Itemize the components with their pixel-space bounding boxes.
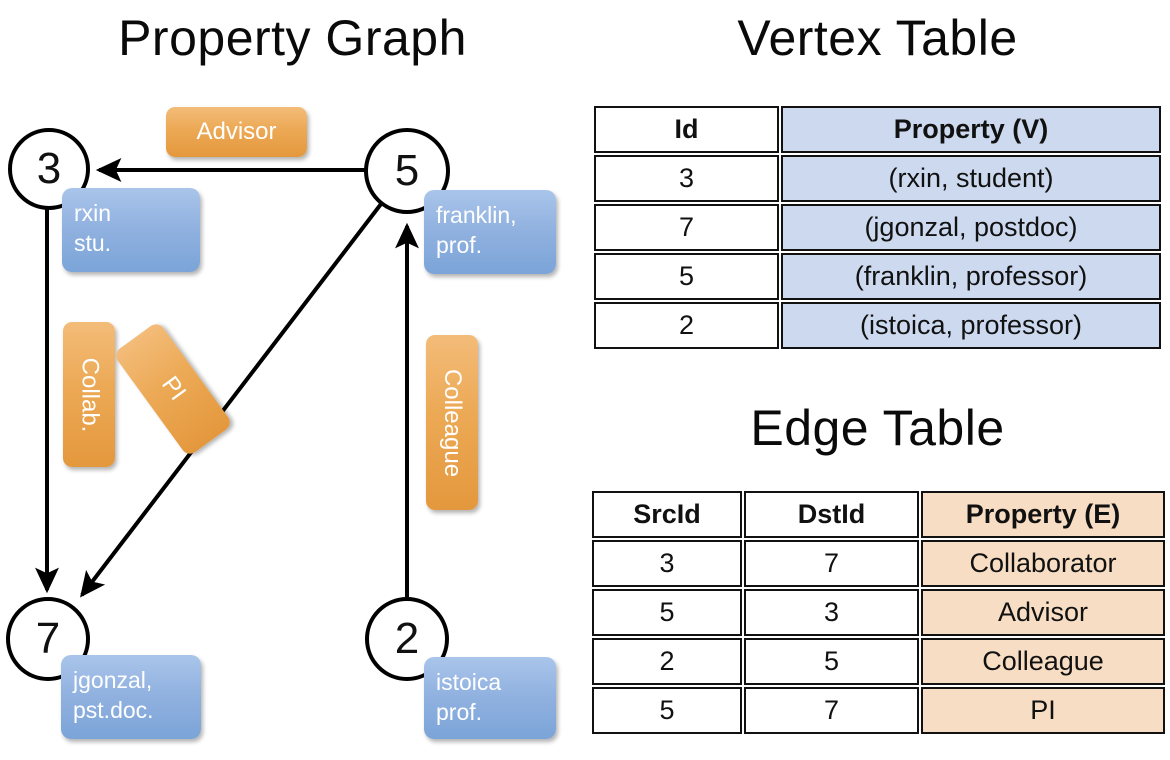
- edge-label-colleague: Colleague: [426, 335, 478, 510]
- vertex-row-3-property: (istoica, professor): [781, 302, 1161, 349]
- vertex-property-jgonzal-line1: jgonzal,: [73, 667, 153, 693]
- page-title-vertex-table: Vertex Table: [737, 10, 1018, 66]
- graph-node-2-label: 2: [394, 614, 420, 663]
- edge-label-advisor: Advisor: [166, 107, 307, 157]
- vertex-row-2-property: (franklin, professor): [781, 253, 1161, 300]
- edge-row-0-dstid: 7: [744, 540, 919, 587]
- graph-node-5-label: 5: [394, 146, 420, 195]
- vertex-property-box-jgonzal: jgonzal, pst.doc.: [61, 655, 201, 739]
- table-row[interactable]: 5 (franklin, professor): [594, 253, 1161, 300]
- vertex-property-franklin-line1: franklin,: [436, 202, 517, 228]
- vertex-table-header-row: Id Property (V): [594, 106, 1161, 153]
- vertex-row-3-id: 2: [594, 302, 779, 349]
- edge-row-3-property: PI: [921, 687, 1165, 734]
- vertex-row-0-property: (rxin, student): [781, 155, 1161, 202]
- edge-label-colleague-text: Colleague: [439, 368, 466, 477]
- vertex-property-istoica-line2: prof.: [436, 699, 483, 725]
- edge-line-5-to-7: [80, 202, 383, 598]
- vertex-row-1-id: 7: [594, 204, 779, 251]
- edge-table-header-srcid: SrcId: [592, 491, 742, 538]
- table-row[interactable]: 3 (rxin, student): [594, 155, 1161, 202]
- edge-label-advisor-text: Advisor: [196, 118, 277, 145]
- edge-row-1-property: Advisor: [921, 589, 1165, 636]
- table-row[interactable]: 5 7 PI: [592, 687, 1165, 734]
- graph-node-5[interactable]: 5: [364, 128, 450, 214]
- vertex-table-header-property: Property (V): [781, 106, 1161, 153]
- edge-row-3-dstid: 7: [744, 687, 919, 734]
- edge-label-collab-text: Collab.: [76, 357, 103, 432]
- table-row[interactable]: 5 3 Advisor: [592, 589, 1165, 636]
- vertex-property-box-istoica: istoica prof.: [424, 657, 556, 739]
- edge-row-0-srcid: 3: [592, 540, 742, 587]
- vertex-property-jgonzal-line2: pst.doc.: [73, 697, 154, 723]
- vertex-row-2-id: 5: [594, 253, 779, 300]
- edge-table: SrcId DstId Property (E) 3 7 Collaborato…: [590, 489, 1167, 736]
- page-title-property-graph: Property Graph: [118, 10, 467, 66]
- graph-node-2[interactable]: 2: [365, 597, 449, 681]
- vertex-property-box-rxin: rxin stu.: [62, 188, 200, 272]
- edge-row-1-dstid: 3: [744, 589, 919, 636]
- table-row[interactable]: 3 7 Collaborator: [592, 540, 1165, 587]
- edge-table-header-row: SrcId DstId Property (E): [592, 491, 1165, 538]
- vertex-table-header-id: Id: [594, 106, 779, 153]
- graph-node-7-label: 7: [35, 614, 61, 663]
- vertex-property-rxin-line1: rxin: [74, 200, 112, 226]
- vertex-row-1-property: (jgonzal, postdoc): [781, 204, 1161, 251]
- edge-label-pi-text: PI: [155, 371, 191, 406]
- vertex-property-istoica-line1: istoica: [436, 669, 502, 695]
- edge-row-2-property: Colleague: [921, 638, 1165, 685]
- vertex-table: Id Property (V) 3 (rxin, student) 7 (jgo…: [592, 104, 1163, 351]
- property-graph-diagram: 3 5 7 2 rxin stu. franklin, prof. jgonza…: [6, 107, 556, 739]
- edge-row-2-dstid: 5: [744, 638, 919, 685]
- edge-row-0-property: Collaborator: [921, 540, 1165, 587]
- graph-node-3-label: 3: [36, 144, 62, 193]
- graph-edges-layer: [35, 158, 419, 598]
- table-row[interactable]: 2 5 Colleague: [592, 638, 1165, 685]
- table-row[interactable]: 2 (istoica, professor): [594, 302, 1161, 349]
- edge-row-3-srcid: 5: [592, 687, 742, 734]
- edge-table-header-dstid: DstId: [744, 491, 919, 538]
- vertex-property-box-franklin: franklin, prof.: [424, 190, 556, 274]
- edge-table-header-property: Property (E): [921, 491, 1165, 538]
- vertex-row-0-id: 3: [594, 155, 779, 202]
- vertex-property-franklin-line2: prof.: [436, 232, 483, 258]
- vertex-property-rxin-line2: stu.: [74, 230, 112, 256]
- edge-label-collab: Collab.: [63, 322, 115, 467]
- page-title-edge-table: Edge Table: [750, 400, 1005, 456]
- edge-row-1-srcid: 5: [592, 589, 742, 636]
- edge-row-2-srcid: 2: [592, 638, 742, 685]
- table-row[interactable]: 7 (jgonzal, postdoc): [594, 204, 1161, 251]
